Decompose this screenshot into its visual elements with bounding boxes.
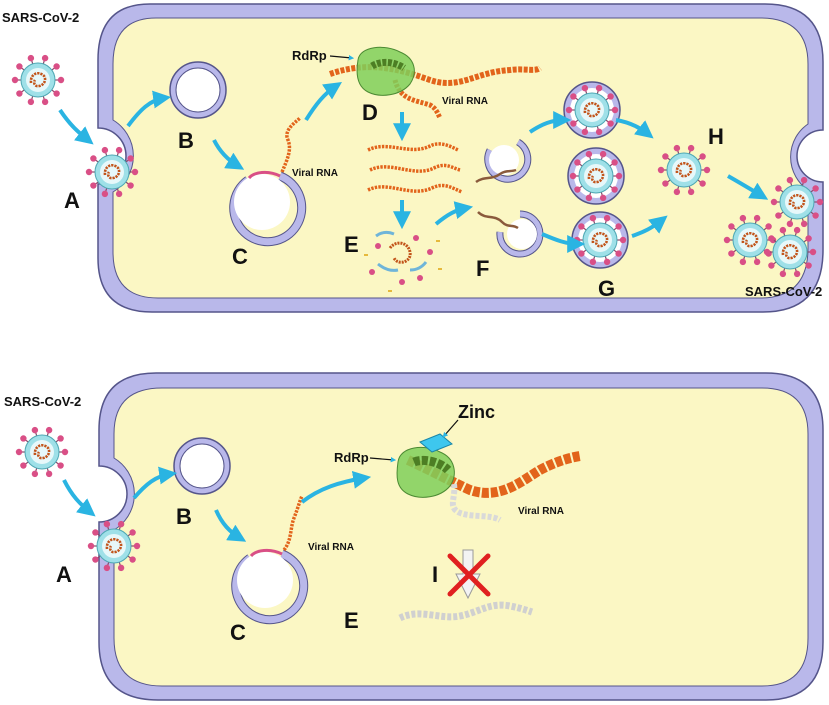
- top-rna-d: [329, 64, 542, 86]
- top-step-a: A: [64, 188, 80, 213]
- top-assembly-components: [364, 230, 442, 292]
- virus-entry-top-a: [85, 146, 139, 198]
- top-step-b: B: [178, 128, 194, 153]
- top-step-g: G: [598, 276, 615, 301]
- top-rdrp-pointer: [329, 55, 355, 61]
- virus-incoming-top: [11, 54, 65, 106]
- bottom-rdrp-pointer: [369, 457, 397, 463]
- top-rna-d-branch: [392, 79, 443, 120]
- top-vesicle-b: [169, 61, 227, 119]
- top-vesicle-f1: [475, 138, 532, 184]
- bottom-vesicle-b: [173, 437, 231, 495]
- top-vesicle-f2: [477, 210, 544, 258]
- top-step-e: E: [344, 232, 359, 257]
- bottom-cell-cytoplasm: [113, 387, 809, 687]
- vesicle-g-2-virion: [569, 150, 623, 202]
- top-cell-cytoplasm: [112, 17, 809, 299]
- bottom-step-b: B: [176, 504, 192, 529]
- bottom-rna-release-c: [282, 495, 304, 552]
- bottom-step-e: E: [344, 608, 359, 633]
- bottom-rna-d: [405, 451, 581, 498]
- top-step-c: C: [232, 244, 248, 269]
- top-arrows: [58, 82, 769, 253]
- bottom-arrows: [62, 466, 372, 542]
- bottom-vesicle-c: [231, 548, 309, 625]
- top-step-h: H: [708, 124, 724, 149]
- top-rna-copies: [367, 142, 463, 194]
- vesicle-g-3-virion: [573, 214, 627, 266]
- zinc-pointer: [442, 419, 459, 438]
- bottom-step-i: I: [432, 562, 438, 587]
- bottom-rna-d-blocked: [449, 483, 502, 523]
- bottom-step-a: A: [56, 562, 72, 587]
- top-step-f: F: [476, 256, 489, 281]
- top-virus-in-label: SARS-CoV-2: [2, 10, 79, 25]
- top-vesicle-c: [229, 170, 307, 247]
- inhibition-cross-icon: [447, 553, 491, 597]
- virus-released-top-3: [763, 226, 817, 278]
- top-step-d: D: [362, 100, 378, 125]
- top-rdrp-enzyme: [356, 46, 415, 96]
- virus-incoming-bottom: [15, 426, 69, 478]
- bottom-virus-in-label: SARS-CoV-2: [4, 394, 81, 409]
- top-viral-rna-label-d: Viral RNA: [442, 96, 488, 107]
- bottom-zinc-label: Zinc: [458, 402, 495, 422]
- virus-exit-top-h: [657, 144, 711, 196]
- top-rna-release-c: [280, 116, 302, 173]
- bottom-viral-rna-label-c: Viral RNA: [308, 542, 354, 553]
- top-rdrp-label: RdRp: [292, 48, 327, 63]
- bottom-step-c: C: [230, 620, 246, 645]
- virus-entry-bottom-a: [87, 520, 141, 572]
- virus-released-top-1: [770, 176, 824, 228]
- bottom-cell: [98, 372, 824, 701]
- top-virus-out-label: SARS-CoV-2: [745, 284, 822, 299]
- bottom-viral-rna-label-d: Viral RNA: [518, 506, 564, 517]
- zinc-ion-icon: [419, 433, 453, 453]
- bottom-rdrp-label: RdRp: [334, 450, 369, 465]
- top-viral-rna-label-c: Viral RNA: [292, 168, 338, 179]
- bottom-rdrp-enzyme: [396, 446, 455, 498]
- top-cell: [97, 3, 824, 313]
